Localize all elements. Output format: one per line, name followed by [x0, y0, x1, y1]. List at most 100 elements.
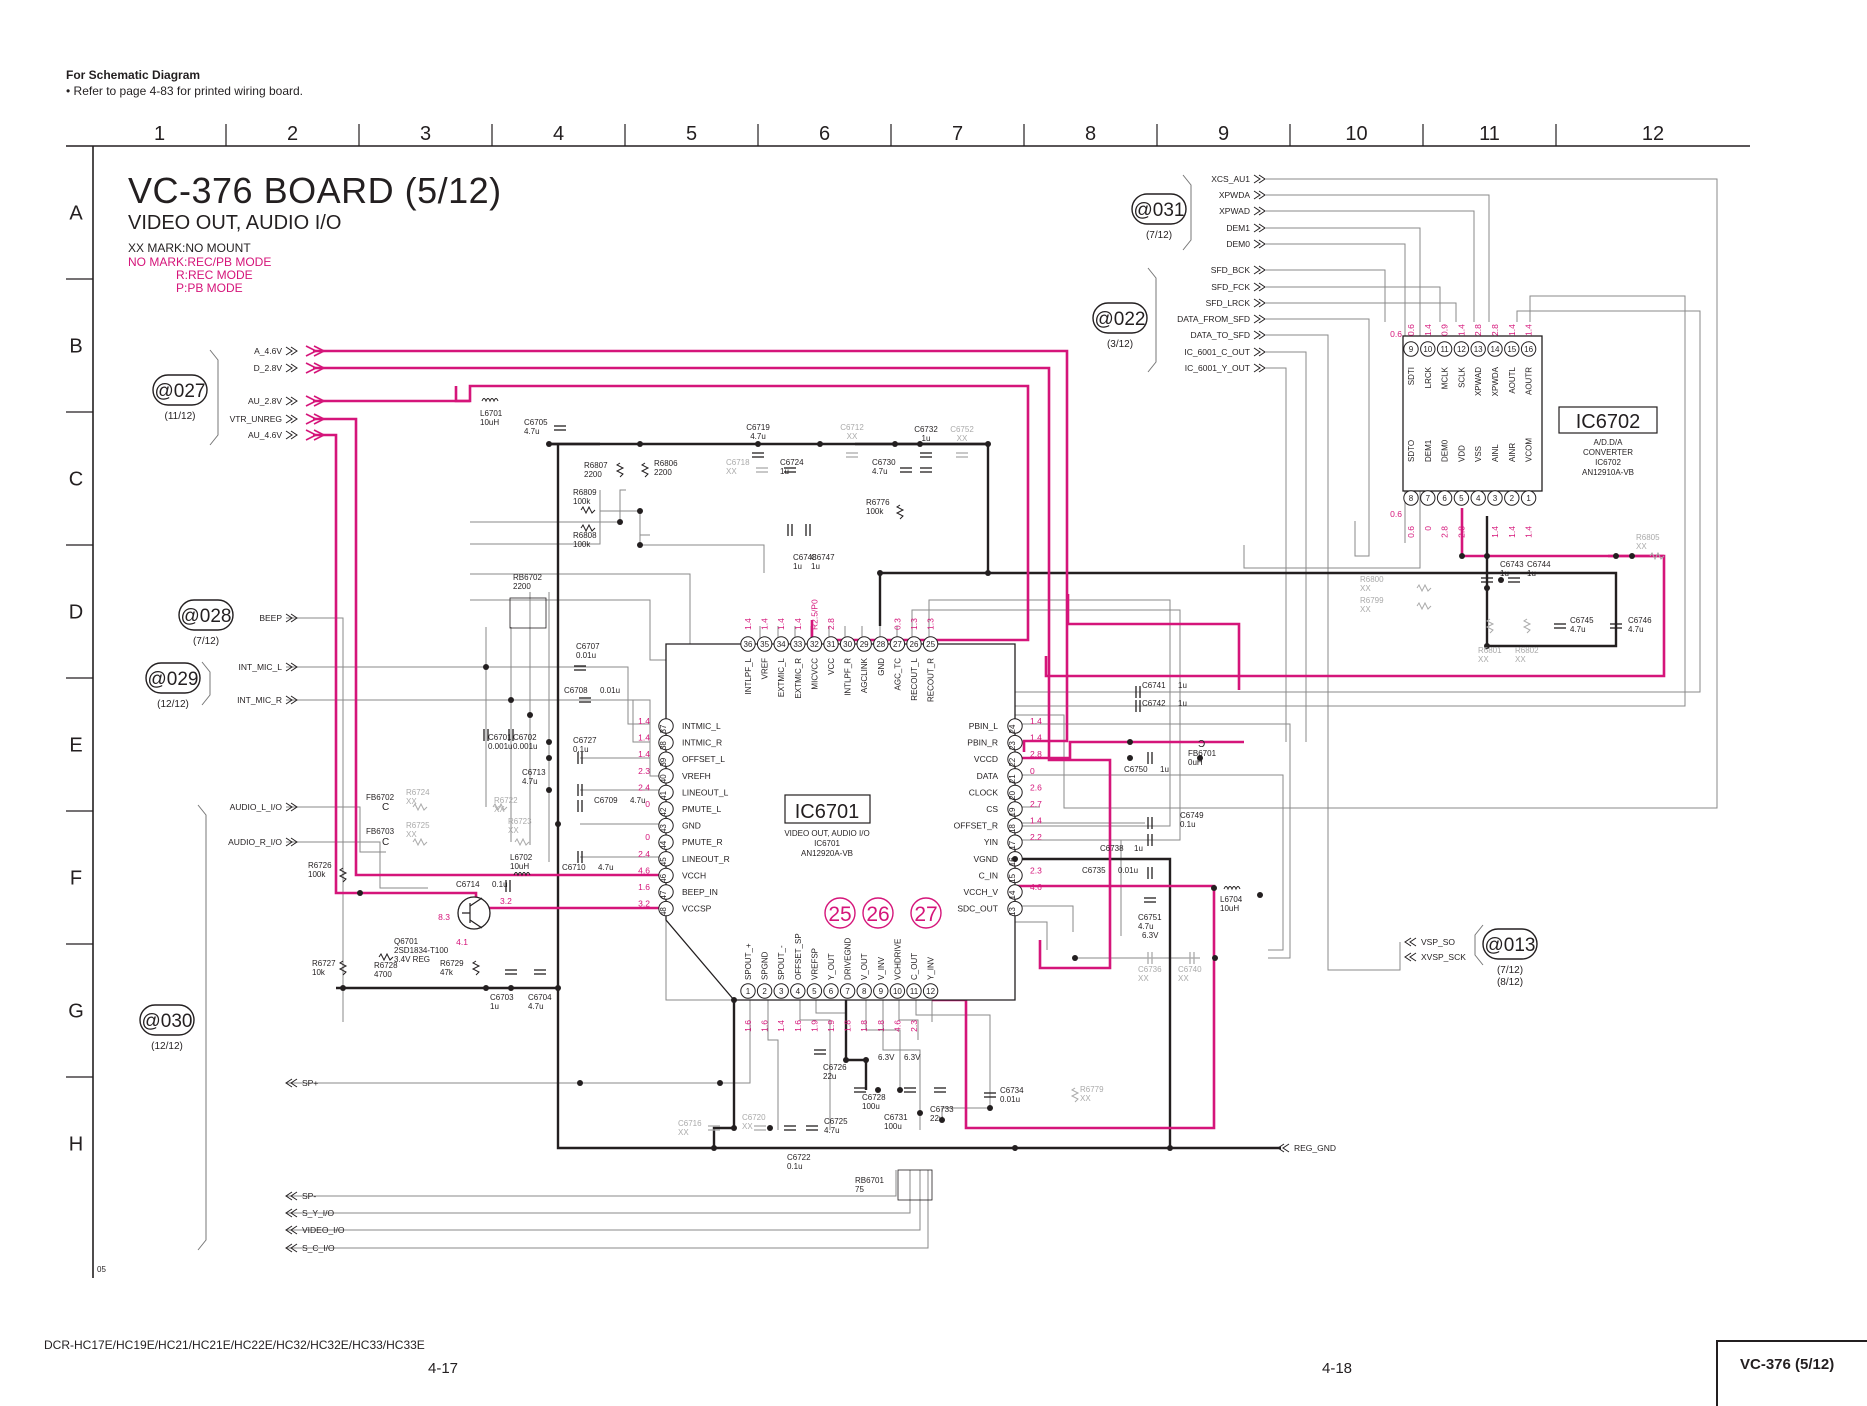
part-value: 0.01u	[1118, 866, 1138, 875]
port-arrow	[1409, 937, 1417, 947]
port-arrow	[305, 395, 318, 407]
resistor	[895, 504, 905, 520]
junction-dot	[1629, 553, 1635, 559]
port-arrow	[1253, 174, 1261, 184]
ic6701-pin	[1007, 834, 1023, 850]
pin-voltage: 8.3	[438, 912, 450, 922]
pin-name: LRCK	[1424, 366, 1433, 388]
junction-dot	[483, 985, 489, 991]
junction-dot	[1613, 553, 1619, 559]
pin-name: SCLK	[1457, 366, 1466, 388]
pin-name: OFFSET_SP	[794, 933, 803, 980]
pin-name: V_OUT	[860, 953, 869, 980]
pin-name: OFFSET_L	[682, 754, 725, 764]
wire	[454, 384, 1030, 676]
part-ref: C6738	[1100, 844, 1124, 853]
ic6702-pin	[1436, 341, 1453, 357]
pin-number: 28	[876, 640, 885, 649]
junction-dot	[357, 890, 363, 896]
ic6702-pin	[1504, 490, 1520, 506]
ic6701-desc: IC6701	[814, 839, 840, 848]
junction-dot	[767, 1125, 773, 1131]
port-arrow	[313, 413, 326, 425]
part-value: 10uH	[1220, 904, 1239, 913]
part-value: 4.7u	[528, 1002, 544, 1011]
ic6701-pin	[856, 983, 872, 999]
port-arrow	[313, 362, 326, 374]
part-value: XX	[957, 434, 968, 443]
part-value: 1u	[490, 1002, 499, 1011]
part-value: 1u	[1134, 844, 1143, 853]
ferrite-bead: C	[382, 802, 389, 813]
resistor	[580, 505, 596, 515]
ic6702-pin	[1403, 341, 1419, 357]
pin-voltage: 1.6	[743, 1020, 753, 1032]
wire	[1266, 286, 1441, 322]
transistor-lead	[462, 903, 471, 923]
resistor	[471, 960, 481, 976]
test-point-label: 26	[866, 903, 889, 926]
pin-number: 48	[659, 907, 668, 916]
signal-label: IC_6001_C_OUT	[1184, 347, 1250, 357]
part-ref: C6730	[872, 458, 896, 467]
pin-name: VCCD	[974, 754, 998, 764]
ic6702-pin	[1487, 341, 1503, 357]
port-arrow	[290, 414, 298, 424]
pin-voltage: 2.3	[1030, 865, 1042, 875]
pin-number: 45	[659, 857, 668, 866]
part-value: 100k	[866, 507, 884, 516]
pin-number: 11	[1440, 345, 1449, 354]
signal-label: VIDEO_I/O	[302, 1225, 345, 1235]
port-arrow	[290, 695, 298, 705]
part-ref: C6719	[746, 423, 770, 432]
pin-number: 12	[1457, 345, 1466, 354]
pin-number: 39	[659, 757, 668, 766]
pin-number: 8	[1409, 494, 1414, 503]
part-ref: C6746	[1628, 616, 1652, 625]
part-value: 4.7u	[750, 432, 766, 441]
part-value: 4.7u	[1628, 625, 1644, 634]
inductor	[1223, 886, 1241, 891]
wire	[712, 1000, 736, 1148]
part-value: 3.4V REG	[394, 955, 430, 964]
part-ref: C6741	[1142, 681, 1166, 690]
port-arrow	[290, 662, 298, 672]
pin-name: SDTO	[1407, 440, 1416, 462]
resistor	[1416, 583, 1432, 593]
connector-brace	[1474, 924, 1484, 966]
pin-name: CLOCK	[969, 787, 999, 797]
pin-name: SPOUT_+	[744, 943, 753, 980]
pin-name: C_OUT	[910, 953, 919, 980]
part-value: 1u	[1178, 681, 1187, 690]
part-value: XX	[494, 805, 505, 814]
port-arrow	[1258, 330, 1266, 340]
port-arrow	[1277, 1143, 1285, 1153]
pin-voltage: 4.1	[456, 937, 468, 947]
junction-dot	[577, 1080, 583, 1086]
ic6701-pin	[1007, 751, 1023, 767]
part-value: 6.3V	[1142, 931, 1159, 940]
port-arrow	[285, 695, 293, 705]
ic6701-pin	[1007, 900, 1023, 917]
signal-label: SFD_LRCK	[1206, 298, 1251, 308]
part-ref: C6731	[884, 1113, 908, 1122]
pin-name: RECOUT_R	[927, 658, 936, 702]
wire	[1266, 318, 1370, 557]
junction-dot	[1012, 856, 1018, 862]
part-ref: C6701	[488, 733, 512, 742]
part-ref: C6718	[726, 458, 750, 467]
signal-label: SP-	[302, 1191, 316, 1201]
wire	[1015, 857, 1172, 1148]
signal-label: VSP_SO	[1421, 937, 1455, 947]
connector-brace	[201, 661, 211, 706]
part-value: 100k	[573, 497, 591, 506]
port-arrow	[313, 395, 326, 407]
port-arrow	[290, 837, 298, 847]
part-value: 0.01u	[576, 651, 596, 660]
part-ref: C6736	[1138, 965, 1162, 974]
port-arrow	[1253, 265, 1261, 275]
junction-dot	[985, 570, 991, 576]
pin-voltage: 1.4	[638, 716, 650, 726]
wire	[1266, 367, 1287, 742]
wire	[1266, 269, 1386, 322]
